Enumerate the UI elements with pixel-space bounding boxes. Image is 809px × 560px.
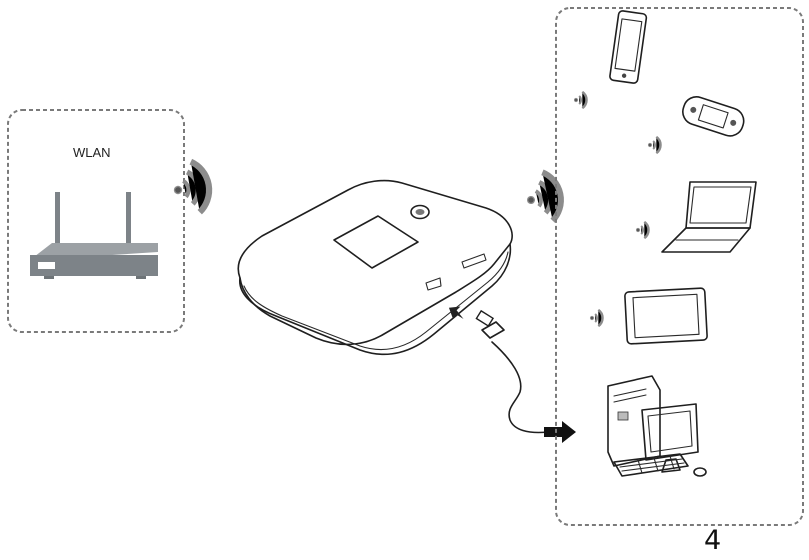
router-icon bbox=[30, 192, 158, 279]
client-devices-group bbox=[555, 7, 804, 526]
page-number: 4 bbox=[704, 525, 721, 556]
laptop-icon bbox=[635, 181, 757, 253]
mobile-wifi-hotspot-icon bbox=[237, 179, 513, 356]
clients-dashed-box bbox=[555, 7, 804, 526]
usb-cable-icon bbox=[448, 306, 549, 434]
wifi-signal-icon bbox=[523, 170, 566, 225]
wlan-dashed-box bbox=[7, 109, 185, 333]
arrow-right-icon bbox=[544, 421, 576, 443]
wifi-signal-icon bbox=[170, 159, 213, 216]
handheld-game-console-icon bbox=[647, 96, 745, 155]
wlan-group: WLAN bbox=[7, 109, 213, 333]
smartphone-icon bbox=[573, 10, 648, 110]
desktop-computer-icon bbox=[607, 375, 707, 477]
wlan-label: WLAN bbox=[73, 145, 111, 160]
tablet-icon bbox=[589, 287, 708, 345]
